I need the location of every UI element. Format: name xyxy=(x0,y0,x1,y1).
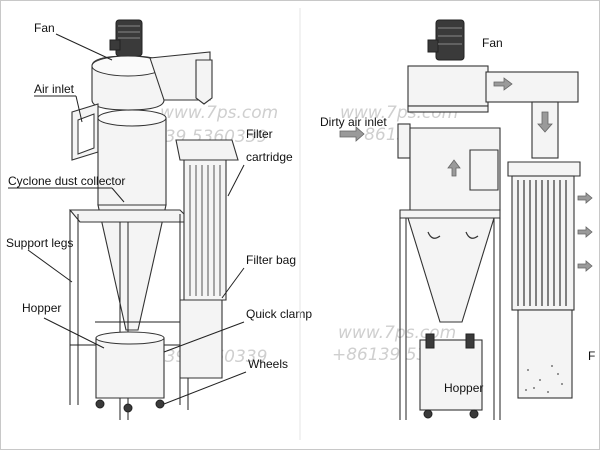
label-hopper: Hopper xyxy=(22,301,61,315)
left-collector xyxy=(68,19,239,420)
right-callouts: Fan Dirty air inlet Hopper F xyxy=(320,36,595,395)
filter-bag-right xyxy=(517,309,573,399)
label-filter-cartridge-line1: Filter xyxy=(246,127,273,141)
label-wheels: Wheels xyxy=(248,357,288,371)
label-filter-bag: Filter bag xyxy=(246,253,296,267)
label-cut-letter: F xyxy=(588,349,595,363)
support-frame-top xyxy=(68,209,194,223)
label-quick-clamp: Quick clamp xyxy=(246,307,312,321)
fan-outlet-duct-right xyxy=(485,71,579,103)
wheel-1 xyxy=(95,399,105,409)
collector-cabinet xyxy=(399,209,501,219)
label-cyclone-dust-collector: Cyclone dust collector xyxy=(8,174,125,188)
watermark-site-left: www.7ps.com xyxy=(160,103,278,123)
hopper-bin-right xyxy=(419,339,483,411)
label-air-inlet: Air inlet xyxy=(34,82,75,96)
motor-icon-right xyxy=(427,19,465,61)
motor-icon xyxy=(109,19,143,57)
label-hopper-right: Hopper xyxy=(444,381,483,395)
cyclone-cone-right xyxy=(407,217,495,323)
wheel-right-1 xyxy=(423,409,433,419)
label-fan-right: Fan xyxy=(482,36,503,50)
cyclone-body xyxy=(97,117,167,206)
hopper-bin xyxy=(95,337,165,399)
label-filter-cartridge-line2: cartridge xyxy=(246,150,293,164)
wheel-3 xyxy=(123,403,133,413)
label-support-legs: Support legs xyxy=(6,236,73,250)
filter-cartridge-right xyxy=(511,175,575,311)
wheel-right-2 xyxy=(469,409,479,419)
label-dirty-air-inlet: Dirty air inlet xyxy=(320,115,387,129)
right-collector xyxy=(339,19,593,420)
cyclone-cone xyxy=(97,204,167,331)
filter-bag xyxy=(179,299,223,379)
left-callouts: Fan Air inlet Filter cartridge Cyclone d… xyxy=(6,21,312,405)
filter-housing-right xyxy=(507,161,581,177)
flow-arrow-icon xyxy=(339,77,593,272)
label-fan: Fan xyxy=(34,21,55,35)
wheel-2 xyxy=(155,399,165,409)
dirty-air-inlet-pipe xyxy=(397,123,411,159)
fan-housing-right xyxy=(407,65,489,107)
